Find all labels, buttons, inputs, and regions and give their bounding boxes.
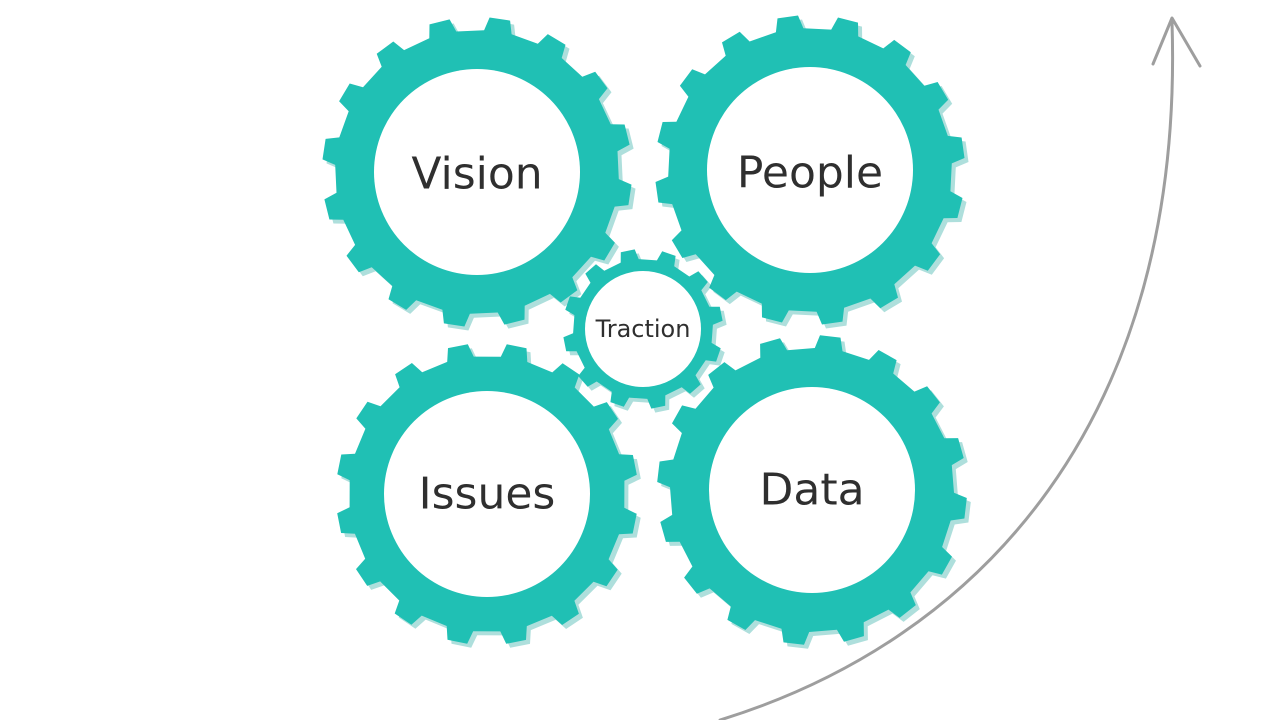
gear-hub <box>374 69 580 275</box>
data-label: Data <box>759 465 864 516</box>
data-gear <box>657 335 971 649</box>
gear-hub <box>709 387 915 593</box>
traction-gear <box>563 249 727 413</box>
gear-layer <box>322 15 971 649</box>
vision-label: Vision <box>411 149 542 200</box>
gear-hub <box>707 67 913 273</box>
people-label: People <box>737 148 883 199</box>
gear-hub <box>585 271 701 387</box>
growth-arrow-curve <box>718 20 1175 720</box>
issues-gear <box>337 344 641 648</box>
people-gear <box>655 15 969 329</box>
traction-label: Traction <box>595 315 691 343</box>
vision-gear <box>322 17 636 331</box>
growth-arrow-head <box>1151 16 1202 68</box>
issues-label: Issues <box>419 469 556 520</box>
growth-arrow-icon <box>718 16 1202 720</box>
gear-hub <box>384 391 590 597</box>
